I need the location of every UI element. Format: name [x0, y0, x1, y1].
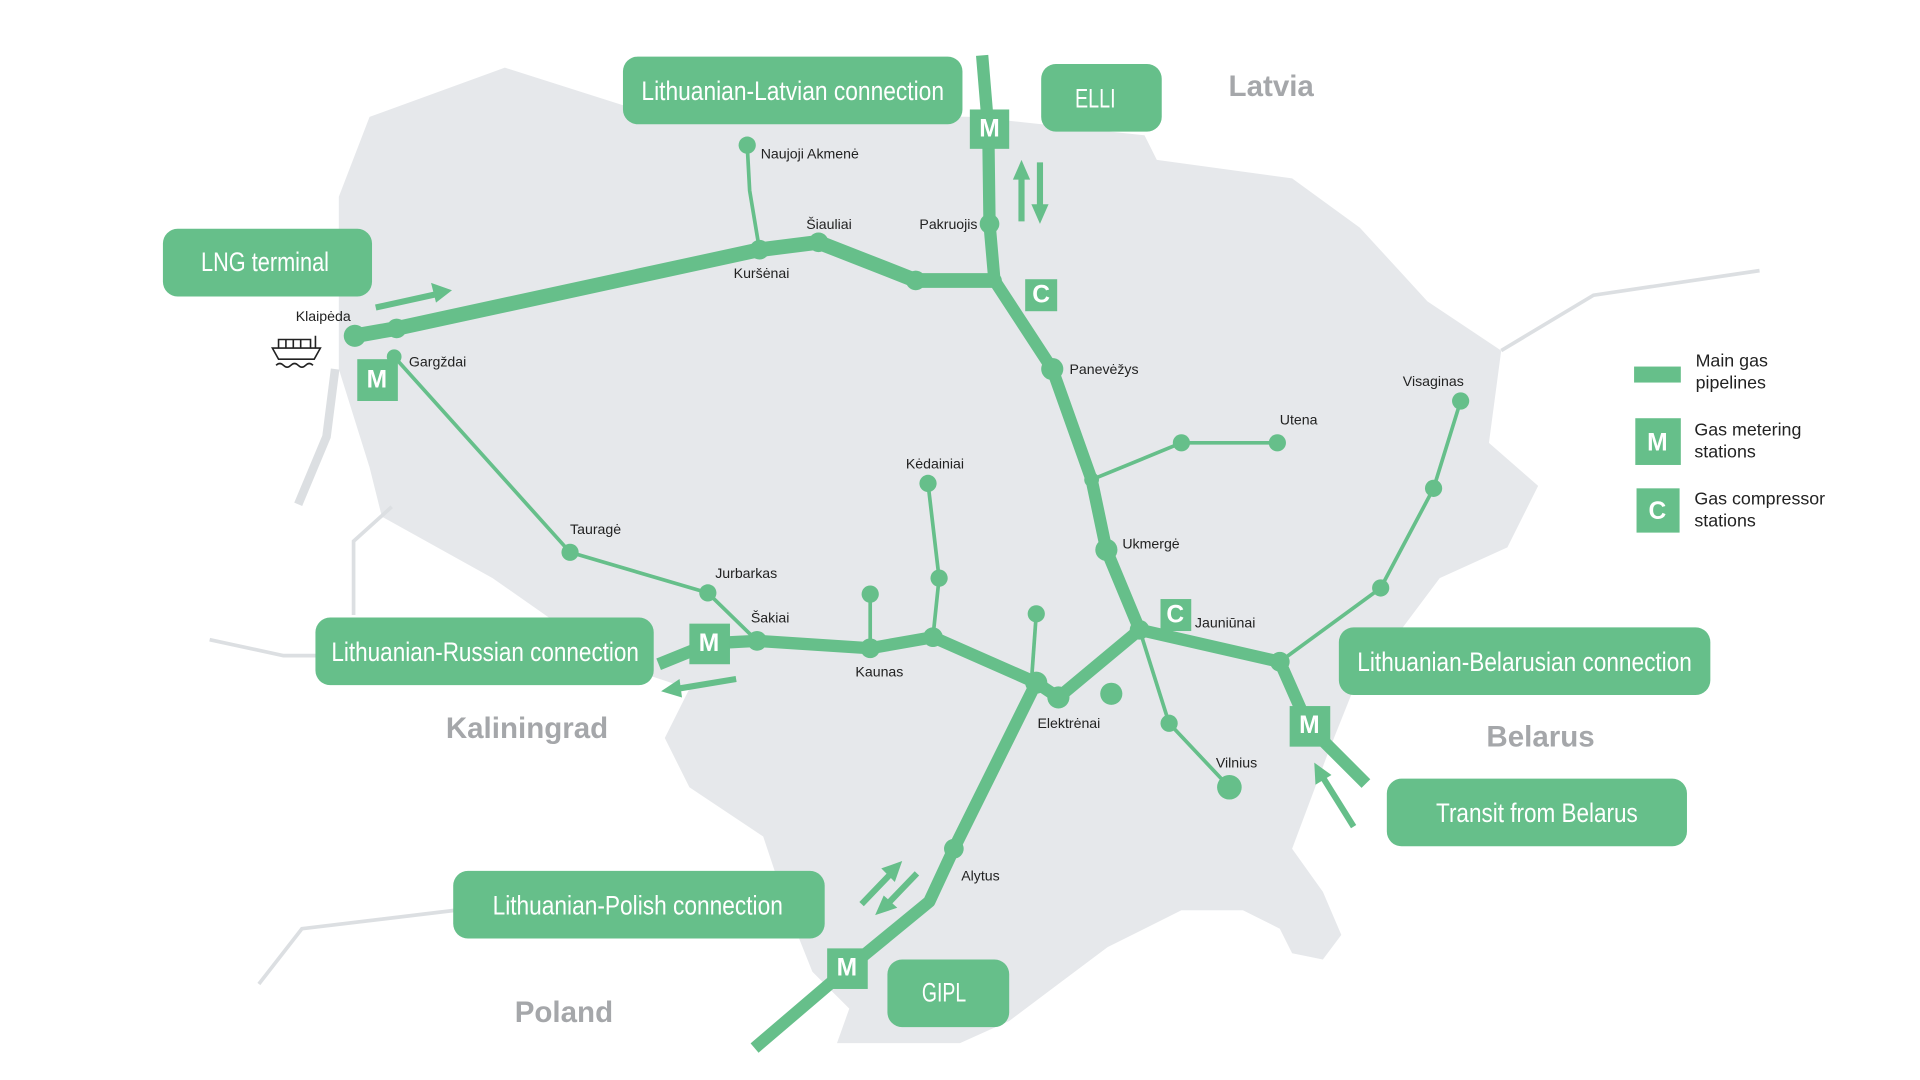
- svg-text:M: M: [979, 116, 1000, 143]
- city-kursenai: Kuršėnai: [734, 265, 790, 281]
- border-kaliningrad-north: [351, 505, 393, 616]
- label-belarusian-connection[interactable]: Lithuanian-Belarusian connection: [1338, 627, 1711, 695]
- svg-text:M: M: [1647, 429, 1668, 456]
- city-jauniunai: Jauniūnai: [1195, 614, 1255, 630]
- pipeline-nodes: [343, 136, 1470, 859]
- metering-station-latvia: M: [969, 109, 1010, 149]
- legend-metering-line1: Gas metering: [1694, 419, 1801, 439]
- country-poland: Poland: [515, 996, 613, 1029]
- curonian-spit: [294, 368, 340, 506]
- legend-metering-swatch: [1635, 418, 1681, 465]
- legend-compressor-line2: stations: [1694, 510, 1756, 530]
- svg-text:Transit from Belarus: Transit from Belarus: [1436, 798, 1638, 828]
- legend-pipeline-swatch: [1634, 366, 1681, 383]
- svg-text:Lithuanian-Belarusian connecti: Lithuanian-Belarusian connection: [1357, 647, 1692, 677]
- svg-text:Lithuanian-Latvian connection: Lithuanian-Latvian connection: [641, 76, 944, 106]
- label-elli[interactable]: ELLI: [1041, 63, 1162, 132]
- svg-text:C: C: [1649, 498, 1667, 525]
- metering-station-belarus: M: [1289, 706, 1331, 747]
- metering-station-klaipeda: M: [357, 359, 398, 402]
- country-latvia: Latvia: [1229, 70, 1315, 103]
- arrow-lng-icon: [375, 290, 438, 311]
- flow-arrows: [375, 159, 1357, 916]
- arrow-belarus-transit-icon: [1320, 775, 1357, 829]
- arrow-russia-icon: [676, 675, 737, 692]
- legend-compressor-swatch: [1636, 488, 1680, 533]
- svg-text:GIPL: GIPL: [922, 978, 966, 1008]
- compressor-station-pakruojis: C: [1025, 279, 1058, 312]
- city-labels: Naujoji Akmenė Šiauliai Kuršėnai Pakruoj…: [296, 146, 1464, 884]
- city-utena: Utena: [1280, 411, 1318, 427]
- compressor-station-jauniunai: C: [1160, 599, 1192, 632]
- city-jurbarkas: Jurbarkas: [715, 565, 777, 581]
- legend-metering-line2: stations: [1694, 442, 1756, 462]
- city-elektrenai: Elektrėnai: [1037, 715, 1100, 731]
- country-belarus: Belarus: [1486, 721, 1594, 754]
- city-alytus: Alytus: [961, 868, 999, 884]
- city-kedainiai: Kėdainiai: [906, 456, 964, 472]
- svg-text:M: M: [1299, 712, 1320, 739]
- label-transit-belarus[interactable]: Transit from Belarus: [1386, 778, 1687, 847]
- metering-station-poland: M: [827, 948, 868, 989]
- svg-text:Lithuanian-Polish connection: Lithuanian-Polish connection: [493, 890, 783, 920]
- city-kaunas: Kaunas: [855, 664, 903, 680]
- city-siauliai: Šiauliai: [806, 216, 852, 232]
- border-latvia-belarus: [1500, 268, 1760, 353]
- svg-text:M: M: [699, 630, 720, 657]
- legend-pipelines-line2: pipelines: [1696, 373, 1766, 393]
- city-visaginas: Visaginas: [1403, 373, 1464, 389]
- city-pakruojis: Pakruojis: [919, 216, 977, 232]
- legend-pipelines-line1: Main gas: [1696, 351, 1768, 371]
- city-gargzdai: Gargždai: [409, 354, 466, 370]
- city-ukmerge: Ukmergė: [1122, 536, 1179, 552]
- city-vilnius: Vilnius: [1216, 755, 1257, 771]
- lithuania-land: [338, 67, 1539, 1044]
- svg-text:M: M: [837, 955, 858, 982]
- city-panevezys: Panevėžys: [1069, 361, 1138, 377]
- country-kaliningrad: Kaliningrad: [446, 712, 608, 745]
- label-russian-connection[interactable]: Lithuanian-Russian connection: [315, 617, 654, 686]
- city-naujoji-akmene: Naujoji Akmenė: [761, 146, 859, 162]
- city-sakiai: Šakiai: [751, 609, 789, 625]
- label-lng-terminal[interactable]: LNG terminal: [162, 228, 373, 297]
- arrow-poland-out-icon: [885, 871, 920, 907]
- svg-text:LNG terminal: LNG terminal: [201, 247, 329, 277]
- legend-compressor-line1: Gas compressor: [1694, 488, 1825, 508]
- svg-text:Lithuanian-Russian connection: Lithuanian-Russian connection: [331, 637, 639, 667]
- border-kaliningrad-west: [209, 637, 327, 658]
- svg-text:C: C: [1166, 602, 1184, 629]
- svg-text:C: C: [1032, 282, 1050, 309]
- arrow-poland-in-icon: [859, 871, 894, 907]
- label-latvian-connection[interactable]: Lithuanian-Latvian connection: [622, 56, 963, 125]
- ship-icon: [271, 335, 322, 368]
- border-poland: [257, 908, 456, 986]
- label-gipl[interactable]: GIPL: [887, 959, 1010, 1028]
- svg-text:ELLI: ELLI: [1075, 83, 1116, 113]
- label-polish-connection[interactable]: Lithuanian-Polish connection: [453, 870, 825, 939]
- city-taurage: Tauragė: [570, 521, 621, 537]
- svg-text:M: M: [367, 367, 388, 394]
- city-klaipeda: Klaipėda: [296, 308, 351, 324]
- metering-station-sakiai: M: [689, 623, 730, 665]
- legend: Main gas pipelines M Gas metering statio…: [1634, 351, 1825, 533]
